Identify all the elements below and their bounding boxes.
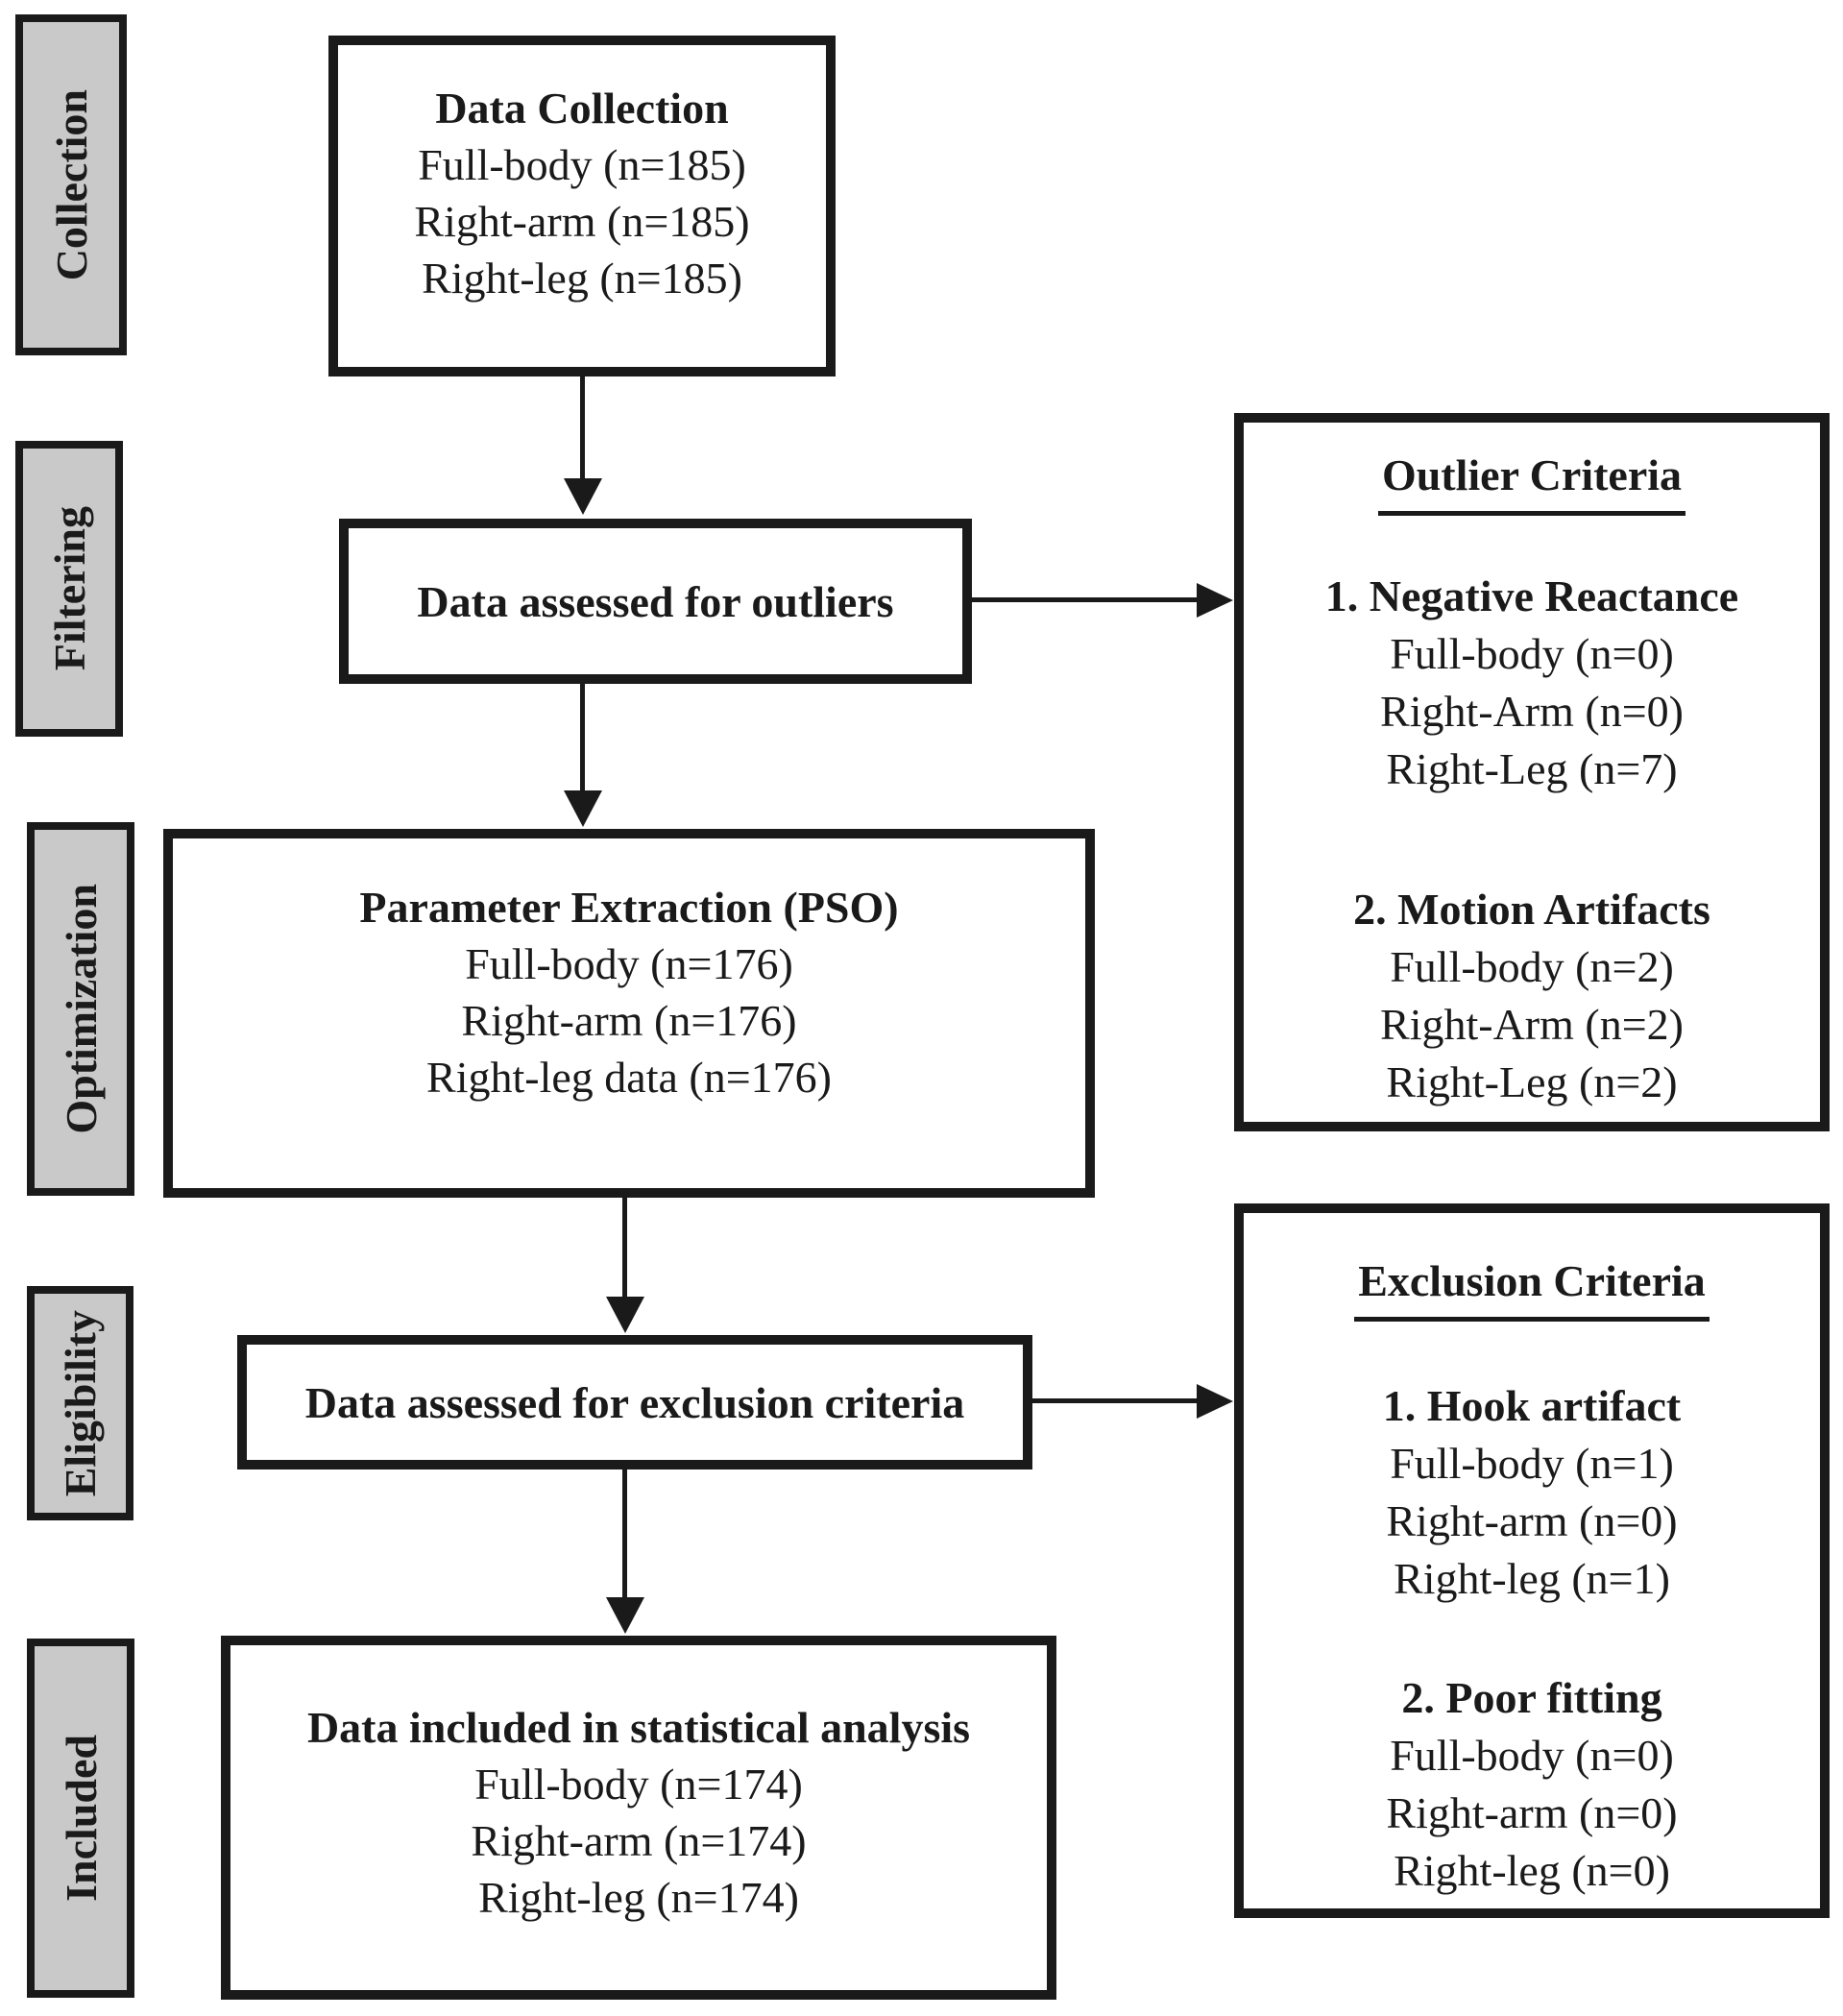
flow-arrow-down-collection-to-outlier-assessment [580,376,585,478]
criteria-line: Right-arm (n=0) [1386,1496,1678,1545]
flow-box-line: Right-leg (n=185) [422,254,742,303]
criteria-line: Full-body (n=0) [1390,1731,1674,1780]
stage-label-optimization-text: Optimization [56,884,106,1134]
criteria-group-poor-fitting: 2. Poor fitting Full-body (n=0) Right-ar… [1244,1669,1820,1900]
criteria-line: Right-Leg (n=7) [1386,744,1678,793]
side-box-exclusion-criteria: Exclusion Criteria 1. Hook artifact Full… [1234,1203,1830,1918]
stage-label-collection-text: Collection [46,88,96,281]
side-box-heading: Outlier Criteria [1244,446,1820,516]
criteria-line: Right-leg (n=0) [1394,1846,1670,1895]
flow-arrow-right-to-outlier-criteria [972,597,1197,602]
flow-box-title: Data assessed for exclusion criteria [304,1377,965,1427]
stage-label-eligibility-text: Eligibility [56,1309,105,1497]
criteria-group-hook-artifact: 1. Hook artifact Full-body (n=1) Right-a… [1244,1377,1820,1608]
criteria-group-title: 2. Motion Artifacts [1353,885,1710,934]
flow-box-outlier-assessment: Data assessed for outliers [339,519,972,684]
flow-box-title: Data Collection [435,84,729,133]
criteria-line: Right-arm (n=0) [1386,1788,1678,1837]
flow-box-parameter-extraction: Parameter Extraction (PSO) Full-body (n=… [163,829,1095,1198]
stage-label-filtering: Filtering [15,441,123,737]
flow-box-title: Parameter Extraction (PSO) [359,883,899,932]
stage-label-collection: Collection [15,14,127,355]
flow-box-exclusion-assessment: Data assessed for exclusion criteria [237,1335,1032,1469]
criteria-line: Right-leg (n=1) [1394,1554,1670,1603]
criteria-line: Right-Leg (n=2) [1386,1057,1678,1106]
stage-label-eligibility: Eligibility [27,1286,133,1520]
flow-arrow-down-extraction-to-exclusion-assessment [622,1198,627,1297]
criteria-line: Full-body (n=0) [1390,629,1674,678]
criteria-line: Right-Arm (n=0) [1380,687,1684,736]
flow-box-line: Right-arm (n=174) [471,1816,807,1865]
flow-box-data-collection: Data Collection Full-body (n=185) Right-… [328,36,836,376]
criteria-line: Full-body (n=2) [1390,942,1674,991]
flow-box-title: Data assessed for outliers [417,576,894,626]
side-box-heading: Exclusion Criteria [1244,1251,1820,1322]
stage-label-optimization: Optimization [27,822,134,1196]
flow-arrow-right-to-exclusion-criteria [1032,1398,1197,1403]
flow-box-line: Right-leg (n=174) [478,1873,799,1922]
stage-label-filtering-text: Filtering [44,506,94,671]
stage-label-included-text: Included [56,1735,106,1902]
flow-box-line: Full-body (n=176) [465,939,793,988]
flow-box-included-analysis: Data included in statistical analysis Fu… [221,1636,1056,2000]
flow-box-line: Full-body (n=174) [474,1760,803,1809]
criteria-group-title: 1. Negative Reactance [1324,571,1739,620]
flow-box-line: Right-arm (n=185) [414,197,750,246]
flow-box-title: Data included in statistical analysis [306,1703,971,1752]
flow-arrow-down-exclusion-assessment-to-included [622,1469,627,1597]
flow-box-line: Full-body (n=185) [418,140,746,189]
stage-label-included: Included [27,1639,134,1998]
criteria-group-title: 1. Hook artifact [1382,1381,1682,1430]
criteria-group-motion-artifacts: 2. Motion Artifacts Full-body (n=2) Righ… [1244,881,1820,1111]
side-box-heading-text: Outlier Criteria [1377,446,1686,516]
criteria-group-title: 2. Poor fitting [1401,1673,1662,1722]
flow-box-line: Right-leg data (n=176) [426,1053,832,1102]
side-box-heading-text: Exclusion Criteria [1354,1251,1710,1322]
criteria-line: Full-body (n=1) [1390,1439,1674,1488]
flow-arrow-down-outlier-assessment-to-extraction [580,684,585,790]
criteria-line: Right-Arm (n=2) [1380,1000,1684,1049]
criteria-group-negative-reactance: 1. Negative Reactance Full-body (n=0) Ri… [1244,568,1820,798]
side-box-outlier-criteria: Outlier Criteria 1. Negative Reactance F… [1234,413,1830,1131]
flow-box-line: Right-arm (n=176) [461,996,797,1045]
